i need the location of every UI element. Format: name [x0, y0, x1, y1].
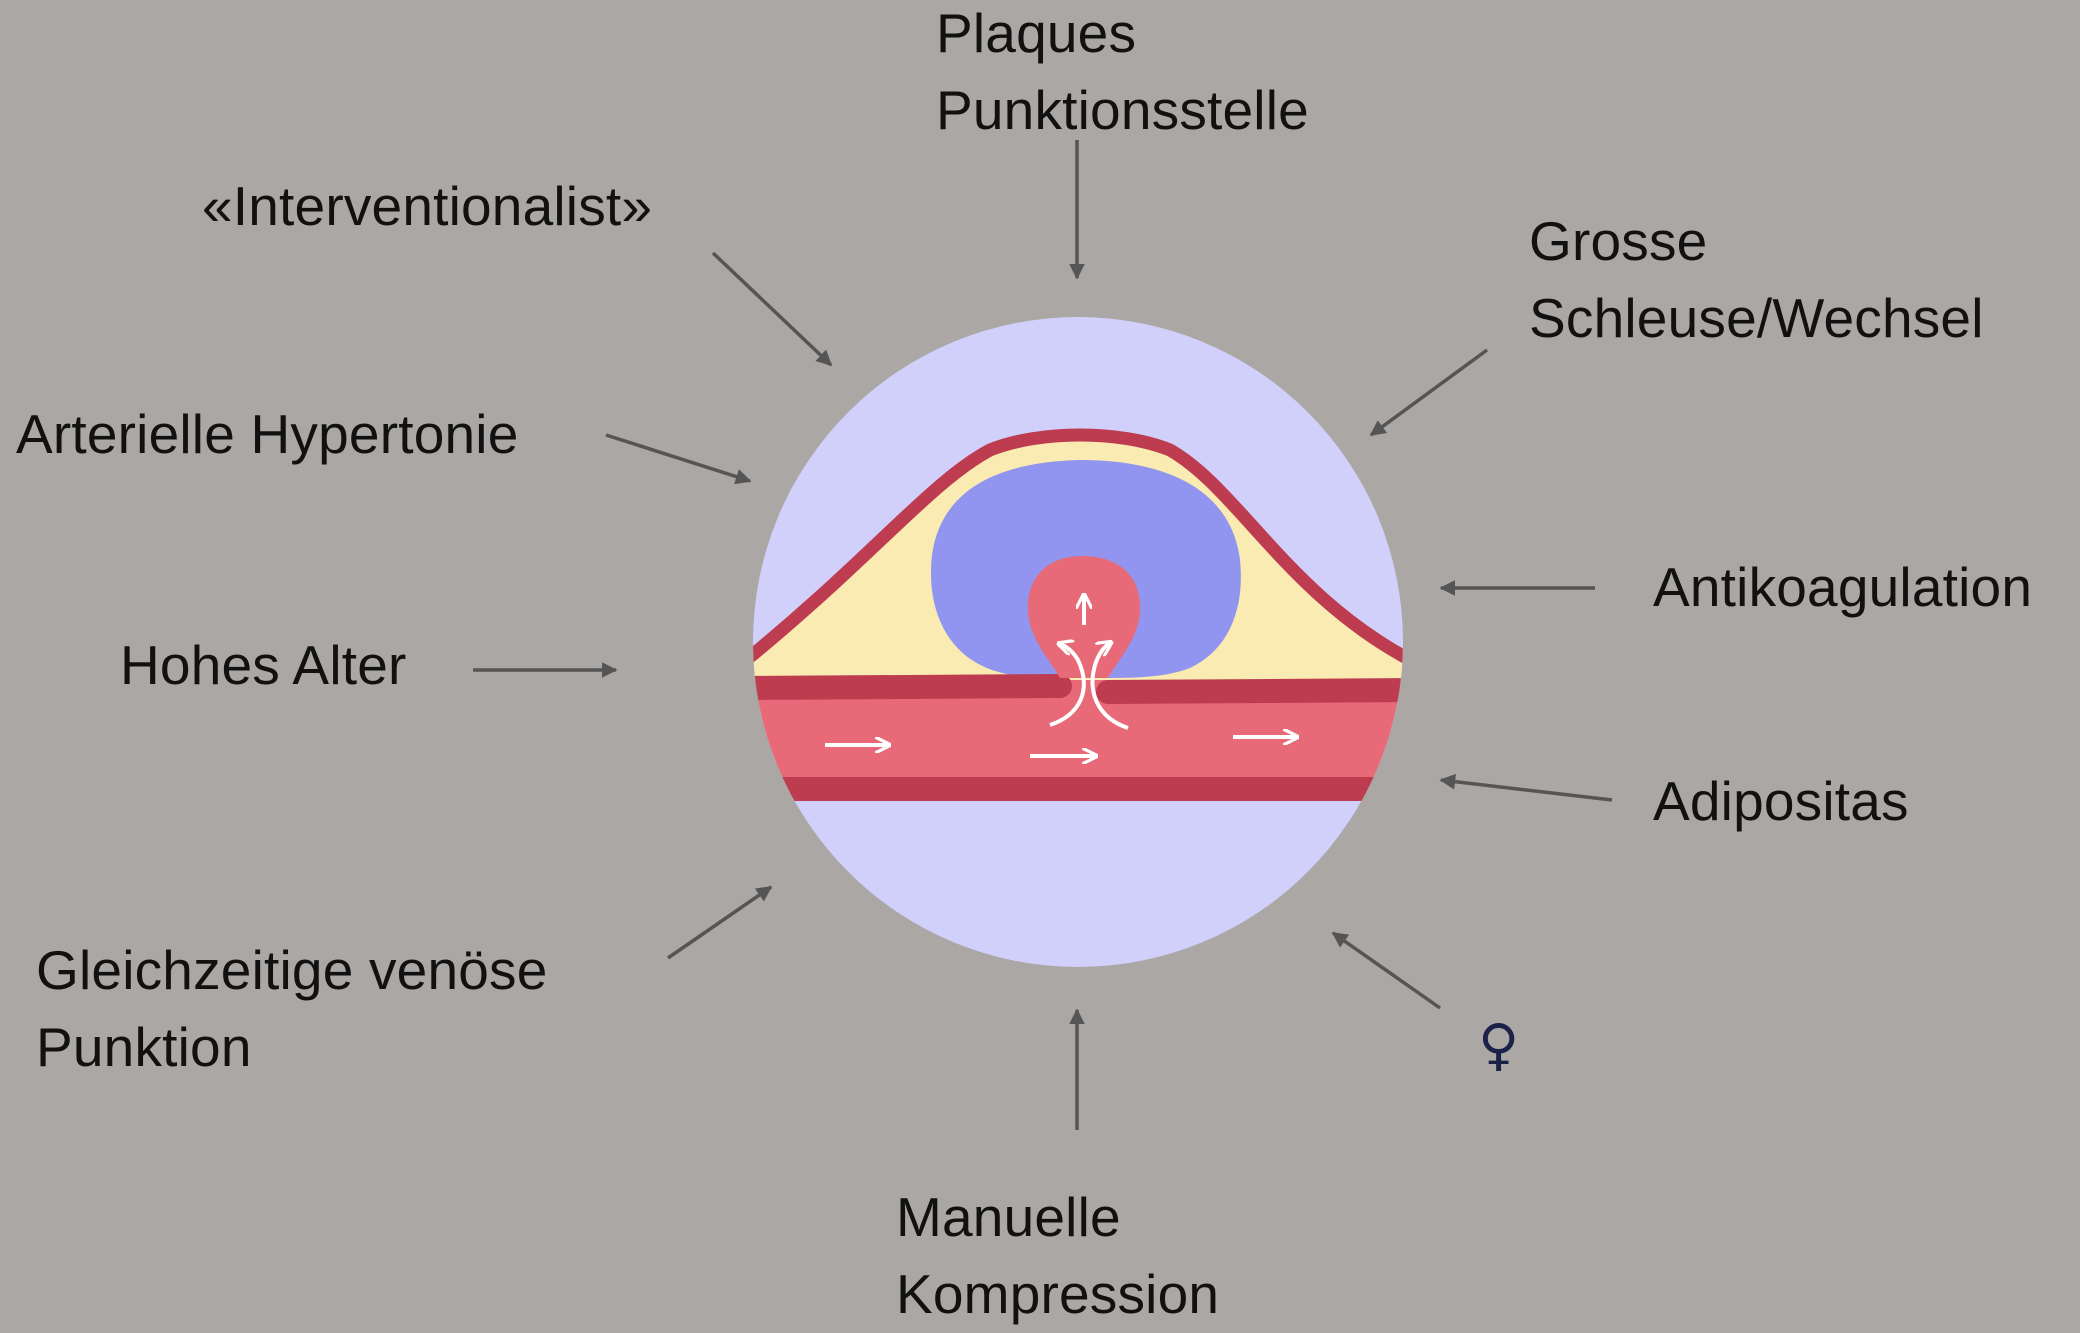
factor-top-left: «Interventionalist» — [202, 168, 652, 245]
arrow-top-left — [713, 253, 831, 365]
pseudoaneurysm-illustration — [740, 317, 1420, 967]
factor-top-right-line2: Schleuse/Wechsel — [1529, 280, 1984, 357]
factor-right-middle: Antikoagulation — [1653, 549, 2032, 626]
factor-top-line1: Plaques — [936, 0, 1309, 72]
arrow-right-lower — [1441, 780, 1612, 800]
factor-left-middle-text: Hohes Alter — [120, 627, 407, 704]
factor-left-middle: Hohes Alter — [120, 627, 407, 704]
arrow-left-upper — [606, 435, 750, 481]
artery-upper-wall-left — [740, 686, 1060, 688]
factor-bottom-line1: Manuelle — [896, 1179, 1219, 1256]
factor-bottom-left-line2: Punktion — [36, 1009, 548, 1086]
factor-left-upper: Arterielle Hypertonie — [16, 396, 518, 473]
factor-top-right-line1: Grosse — [1529, 203, 1984, 280]
female-symbol-icon: ♀ — [1478, 1016, 1519, 1076]
factor-right-lower: Adipositas — [1653, 763, 1909, 840]
arrow-top-right — [1371, 350, 1487, 435]
factor-left-upper-text: Arterielle Hypertonie — [16, 396, 518, 473]
arrow-bottom-right — [1333, 933, 1440, 1008]
factor-bottom-line2: Kompression — [896, 1256, 1219, 1333]
artery-upper-wall-right — [1108, 690, 1420, 692]
factor-right-lower-text: Adipositas — [1653, 763, 1909, 840]
factor-bottom: Manuelle Kompression — [896, 1179, 1219, 1333]
factor-bottom-left: Gleichzeitige venöse Punktion — [36, 932, 548, 1086]
factor-bottom-left-line1: Gleichzeitige venöse — [36, 932, 548, 1009]
factor-right-middle-text: Antikoagulation — [1653, 549, 2032, 626]
factor-top: Plaques Punktionsstelle — [936, 0, 1309, 149]
factor-top-line2: Punktionsstelle — [936, 72, 1309, 149]
factor-top-right: Grosse Schleuse/Wechsel — [1529, 203, 1984, 357]
factor-top-left-text: «Interventionalist» — [202, 168, 652, 245]
arrow-bottom-left — [668, 887, 771, 958]
